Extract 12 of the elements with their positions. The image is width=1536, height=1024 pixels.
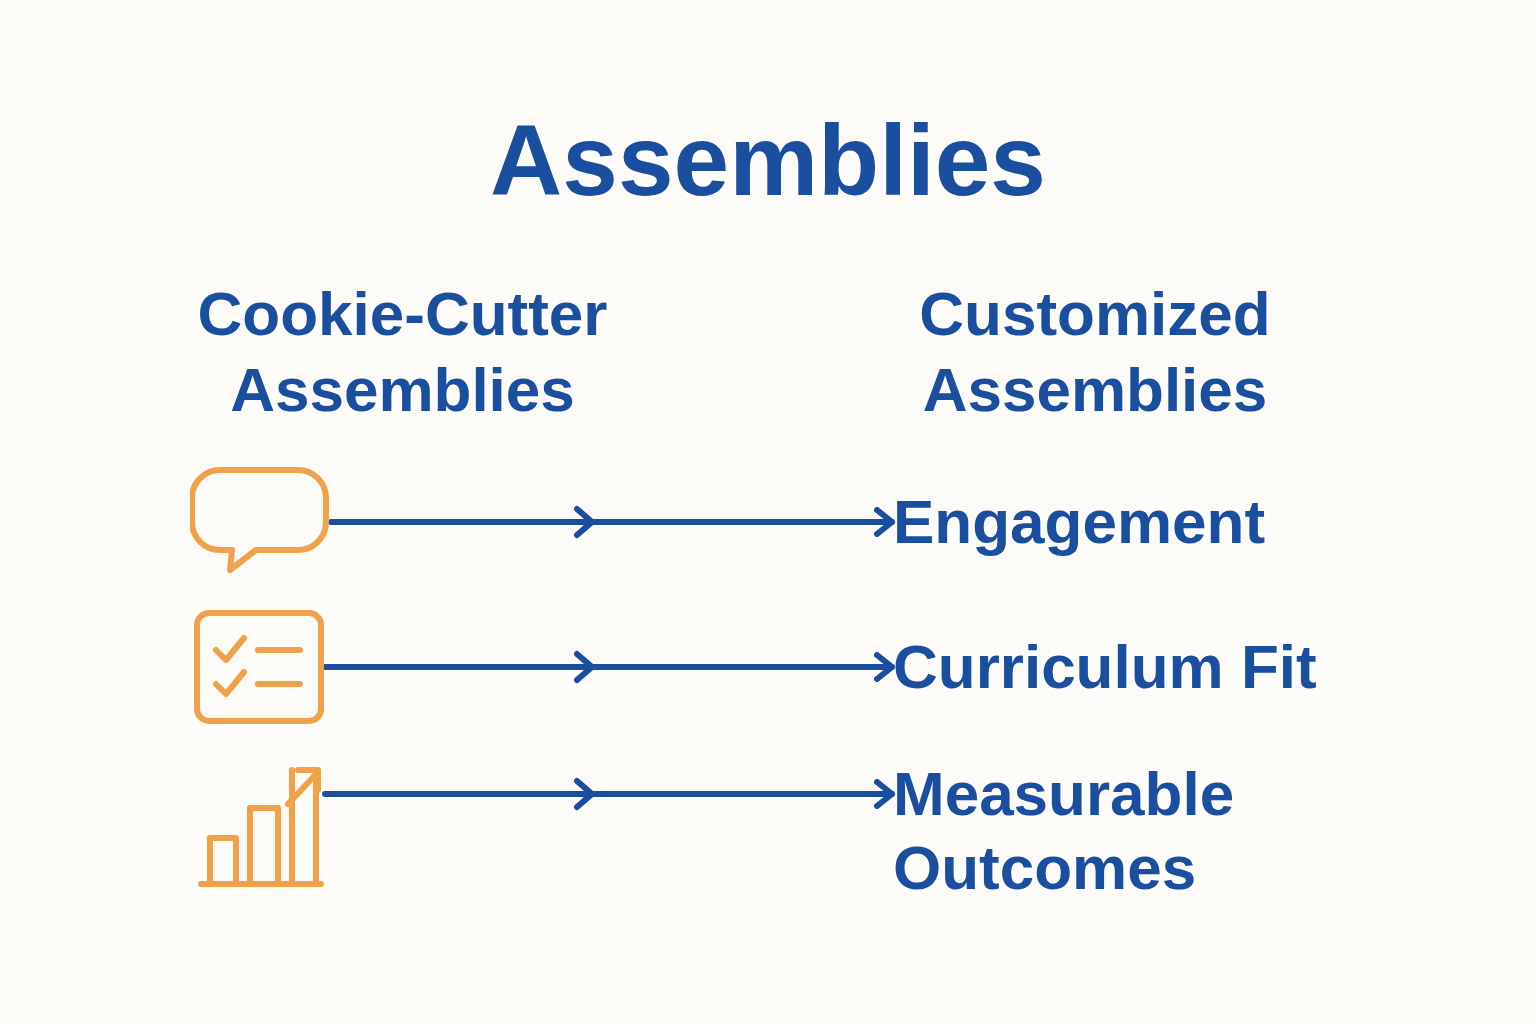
arrow [322,778,895,810]
column-heading: Cookie-Cutter Assemblies [196,278,609,426]
title: Assemblies [489,105,1047,215]
checklist-icon [194,610,324,724]
arrow [322,651,895,683]
arrow [328,506,895,538]
bar-chart-icon [198,764,324,888]
outcome-label: Measurable Outcomes [893,757,1293,905]
outcome-label: Curriculum Fit [893,630,1353,704]
outcome-label: Engagement [893,485,1313,559]
column-heading: Customized Assemblies [918,278,1272,426]
speech-bubble-icon [190,466,330,576]
